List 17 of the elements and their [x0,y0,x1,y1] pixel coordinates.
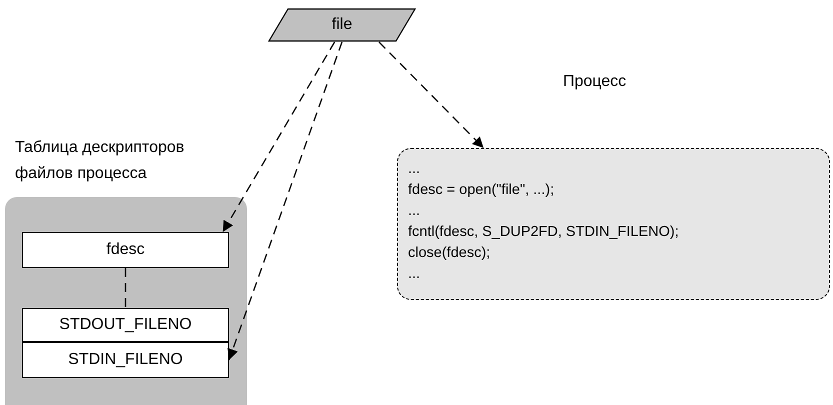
descriptor-row: STDIN_FILENO [22,342,229,378]
code-line: fcntl(fdesc, S_DUP2FD, STDIN_FILENO); [408,223,680,242]
code-line: ... [408,265,422,284]
arrow [228,42,343,360]
code-line: close(fdesc); [408,244,492,263]
node-label: file [332,16,352,34]
code-line: ... [408,160,422,179]
process-heading: Процесс [563,72,628,92]
connector-line [124,268,126,308]
code-line: ... [408,202,422,221]
descriptor-row: STDOUT_FILENO [22,308,229,342]
arrow [222,42,336,232]
panel-heading: Таблица дескрипторов файлов процесса [15,138,186,184]
code-line: fdesc = open("file", ...); [408,181,556,200]
file-parallelogram [268,8,416,42]
arrow [378,42,484,148]
descriptor-row: fdesc [22,232,229,268]
